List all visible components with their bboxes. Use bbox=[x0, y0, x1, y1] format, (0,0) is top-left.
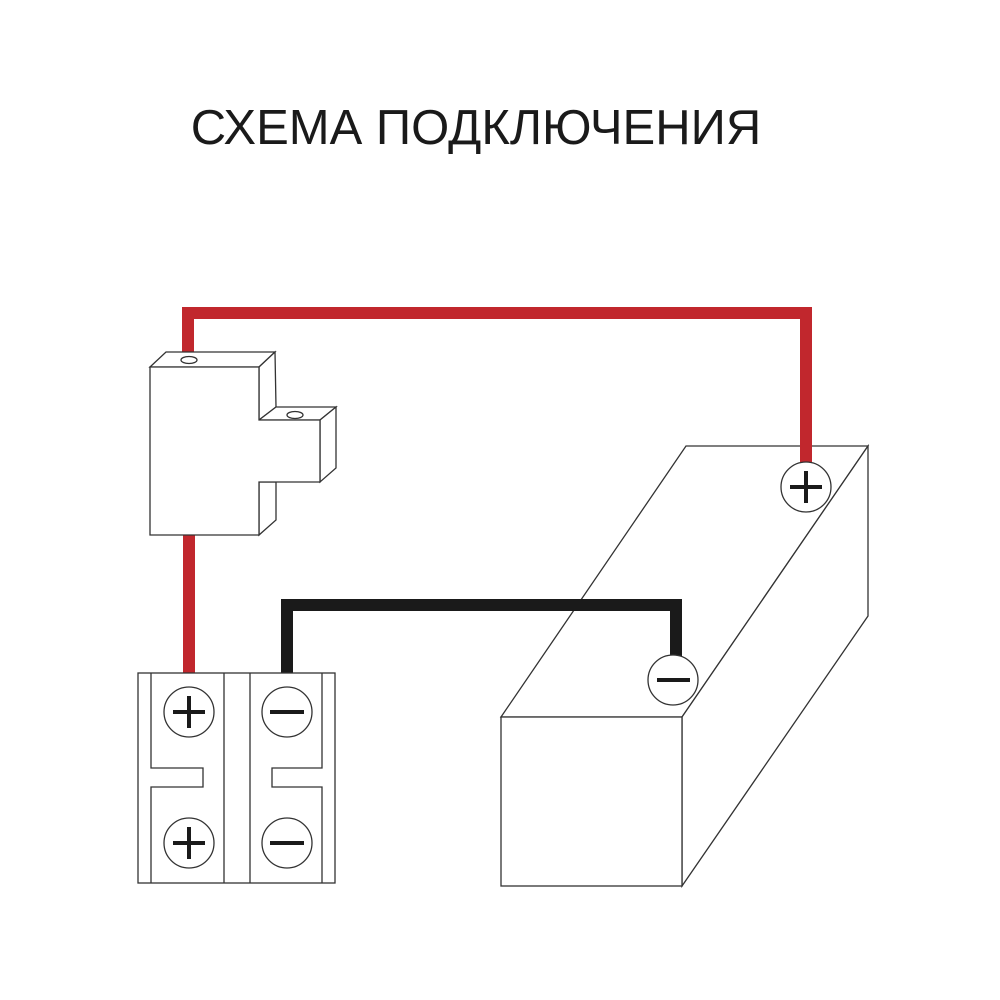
battery-negative-terminal-icon bbox=[647, 654, 699, 706]
converter-hole-icon bbox=[286, 410, 304, 420]
battery bbox=[499, 443, 870, 889]
negative-wire bbox=[281, 599, 682, 676]
terminal-plus-icon bbox=[163, 817, 215, 869]
terminal-block bbox=[137, 672, 336, 884]
diagram-title: СХЕМА ПОДКЛЮЧЕНИЯ bbox=[190, 101, 762, 155]
converter-block bbox=[148, 350, 338, 537]
battery-positive-terminal-icon bbox=[780, 461, 832, 513]
positive-wire-top bbox=[182, 307, 812, 464]
converter-hole-icon bbox=[180, 355, 198, 365]
terminal-plus-icon bbox=[163, 686, 215, 738]
terminal-minus-icon bbox=[261, 817, 313, 869]
battery-front-face bbox=[500, 716, 683, 887]
terminal-minus-icon bbox=[261, 686, 313, 738]
